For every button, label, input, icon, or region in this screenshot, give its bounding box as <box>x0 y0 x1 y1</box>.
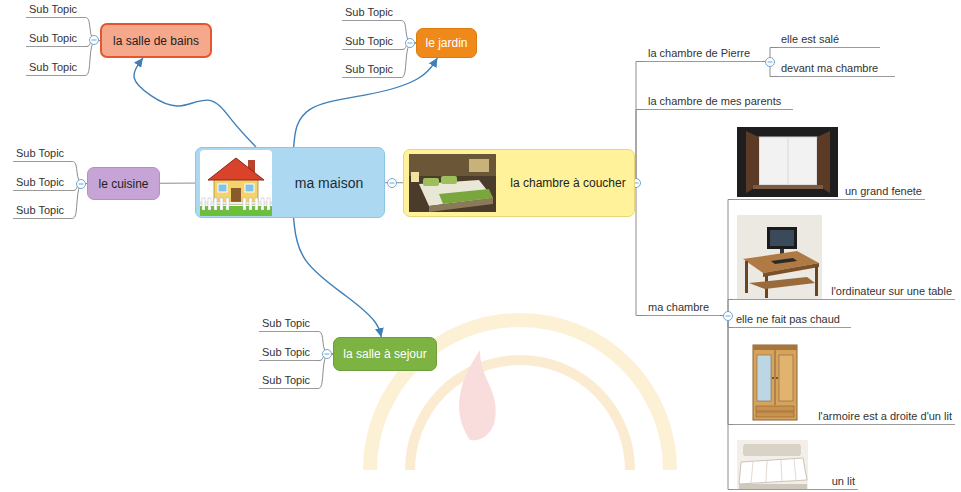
topic-text: ma chambre <box>648 300 709 314</box>
topic-text: Sub Topic <box>262 345 310 359</box>
topic-text: ma maison <box>295 175 363 191</box>
connector <box>134 58 256 147</box>
main-topic: le cuisine <box>87 167 160 200</box>
subtopic: devant ma chambre <box>778 61 895 77</box>
subtopic: Sub Topic <box>26 2 84 18</box>
topic-text: la salle à sejour <box>343 347 426 361</box>
subtopic: Sub Topic <box>13 146 71 162</box>
bed-photo <box>737 440 808 490</box>
subtopic: Sub Topic <box>259 373 317 389</box>
collapse-button <box>90 36 99 45</box>
subtopic: Sub Topic <box>342 34 400 50</box>
topic-text: Sub Topic <box>29 60 77 74</box>
collapse-button <box>388 179 397 188</box>
subtopic: l'armoire est a droite d'un lit <box>733 409 955 425</box>
topic-text: Sub Topic <box>262 316 310 330</box>
collapse-button <box>724 312 733 321</box>
subtopic: Sub Topic <box>26 31 84 47</box>
subtopic: Sub Topic <box>342 5 400 21</box>
connector <box>635 110 645 184</box>
subtopic: elle ne fait pas chaud <box>733 312 851 328</box>
connector <box>720 316 733 425</box>
subtopic: l'ordinateur sur une table <box>733 284 955 300</box>
topic-text: le jardin <box>425 36 467 50</box>
collapse-button <box>406 39 415 48</box>
subtopic: Sub Topic <box>342 62 400 78</box>
topic-text: devant ma chambre <box>781 61 878 75</box>
topic-text: Sub Topic <box>16 203 64 217</box>
subtopic: Sub Topic <box>13 203 71 219</box>
bedroom-photo <box>409 154 496 212</box>
connector <box>720 316 733 490</box>
main-topic: la salle de bains <box>100 23 212 58</box>
connector <box>635 183 645 316</box>
connector <box>720 200 733 316</box>
topic-text: la salle de bains <box>113 34 199 48</box>
topic-text: l'armoire est a droite d'un lit <box>818 409 952 423</box>
connector <box>317 354 333 389</box>
subtopic: la chambre de mes parents <box>645 94 793 110</box>
topic-text: Sub Topic <box>262 373 310 387</box>
house-icon <box>200 150 272 216</box>
subtopic: ma chambre <box>645 300 720 316</box>
subtopic: elle est salé <box>778 32 880 48</box>
topic-text: l'ordinateur sur une table <box>831 284 952 298</box>
topic-text: Sub Topic <box>29 31 77 45</box>
main-topic: la chambre à coucher <box>403 149 635 217</box>
subtopic: un lit <box>733 474 858 490</box>
connector <box>84 41 100 76</box>
connector <box>294 58 438 147</box>
central-topic: ma maison <box>195 147 385 218</box>
collapse-button <box>77 180 86 189</box>
connector <box>400 43 416 78</box>
topic-text: Sub Topic <box>345 62 393 76</box>
subtopic: Sub Topic <box>13 175 71 191</box>
topic-text: un lit <box>832 474 855 488</box>
connector <box>635 62 645 184</box>
connector <box>71 184 87 219</box>
collapse-button <box>766 58 775 67</box>
main-topic: la salle à sejour <box>333 337 437 371</box>
topic-text: Sub Topic <box>16 175 64 189</box>
topic-text: elle ne fait pas chaud <box>736 312 840 326</box>
topic-text: elle est salé <box>781 32 839 46</box>
topic-text: un grand fenete <box>845 184 922 198</box>
connector <box>160 183 195 184</box>
topic-text: la chambre de Pierre <box>648 46 750 60</box>
topic-text: Sub Topic <box>345 5 393 19</box>
topic-text: la chambre à coucher <box>510 176 625 190</box>
topic-text: Sub Topic <box>16 146 64 160</box>
main-topic: le jardin <box>416 28 477 58</box>
collapse-button <box>323 350 332 359</box>
subtopic: Sub Topic <box>26 60 84 76</box>
subtopic: la chambre de Pierre <box>645 46 762 62</box>
topic-text: Sub Topic <box>29 2 77 16</box>
desk-photo <box>737 215 822 300</box>
window-photo <box>737 127 838 197</box>
topic-text: Sub Topic <box>345 34 393 48</box>
subtopic: Sub Topic <box>259 345 317 361</box>
subtopic: Sub Topic <box>259 316 317 332</box>
topic-text: la chambre de mes parents <box>648 94 781 108</box>
subtopic: un grand fenete <box>733 184 925 200</box>
topic-text: le cuisine <box>98 177 148 191</box>
